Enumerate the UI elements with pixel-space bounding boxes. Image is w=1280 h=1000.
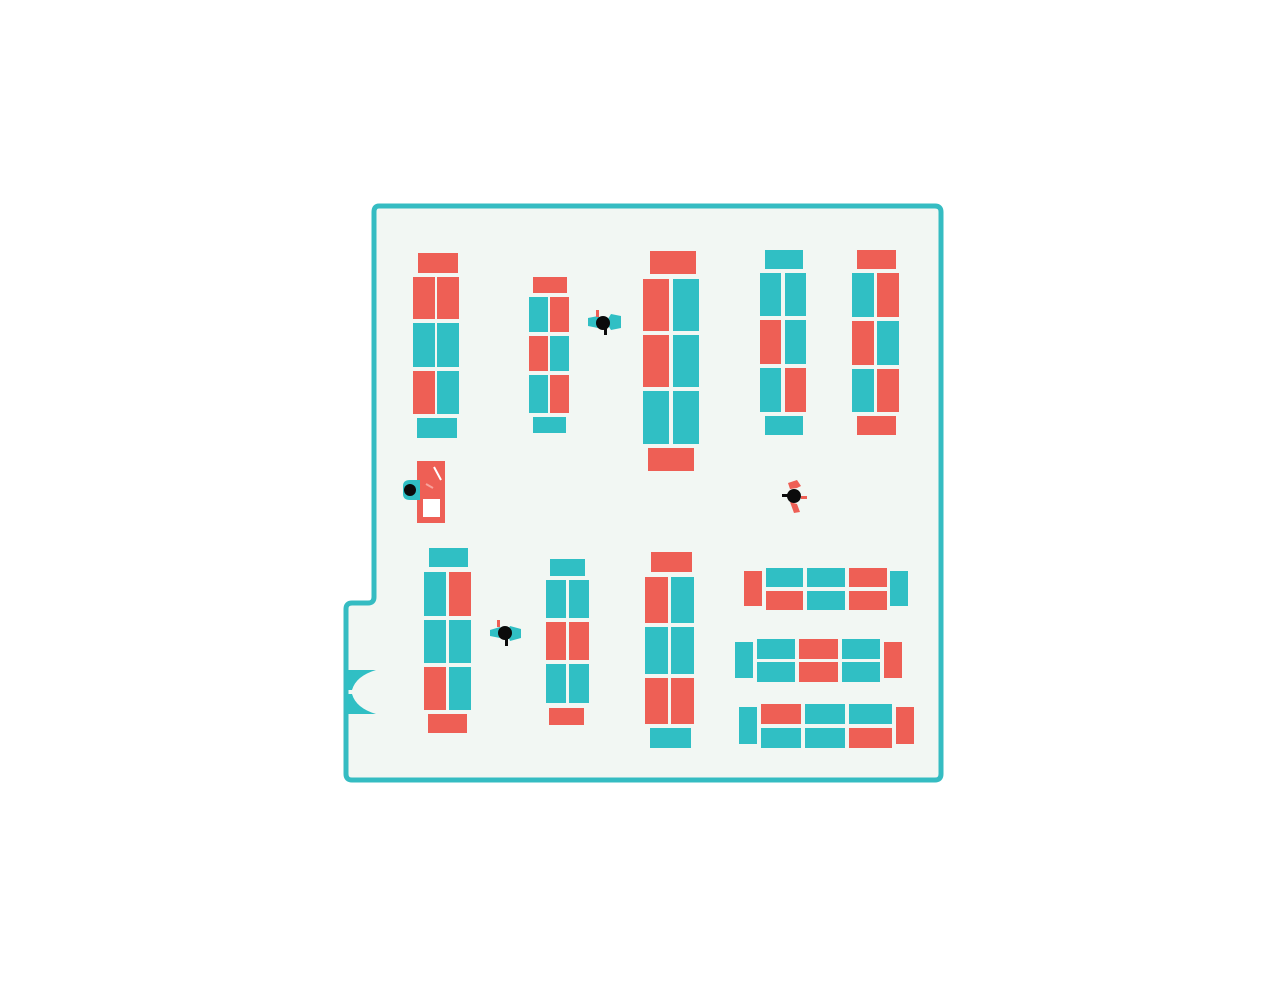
shelf-unit-1 bbox=[413, 253, 459, 438]
checkout-desk-icon bbox=[417, 461, 445, 523]
shelf-unit-11 bbox=[739, 704, 914, 748]
shelf-unit-5 bbox=[852, 250, 899, 435]
shopper-1-person-icon bbox=[588, 310, 621, 335]
shelf-unit-8 bbox=[645, 552, 694, 748]
shopper-2-person-icon bbox=[782, 480, 807, 513]
shopper-3-person-icon bbox=[490, 620, 521, 646]
shelf-unit-6 bbox=[424, 548, 471, 733]
entrance-door-icon bbox=[346, 670, 376, 714]
shelf-unit-10 bbox=[735, 639, 902, 682]
shelf-unit-7 bbox=[546, 559, 589, 725]
cashier-person-icon bbox=[403, 480, 420, 500]
shelf-unit-9 bbox=[744, 568, 908, 610]
shelf-unit-2 bbox=[529, 277, 569, 433]
shelf-unit-4 bbox=[760, 250, 806, 435]
shelf-unit-3 bbox=[643, 251, 699, 471]
